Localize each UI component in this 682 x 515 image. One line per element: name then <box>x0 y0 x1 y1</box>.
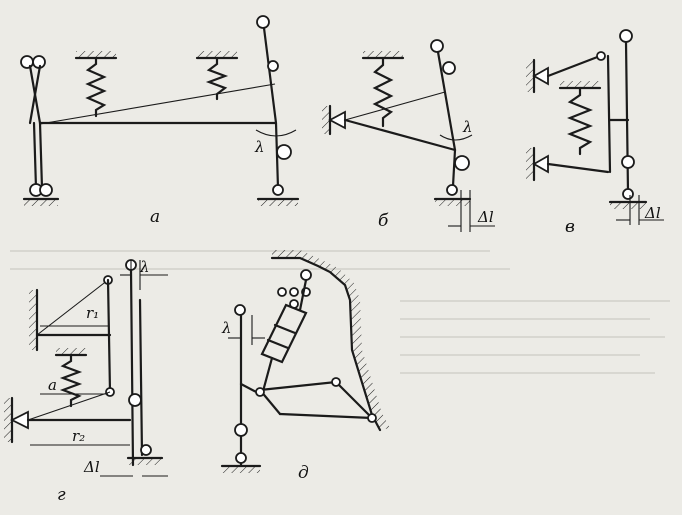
delta-l-symbol: Δl <box>83 458 100 476</box>
pin <box>289 287 299 297</box>
pivot-support <box>532 154 549 174</box>
ground-hatch <box>363 51 403 58</box>
spring <box>85 56 107 118</box>
pivot <box>255 387 265 397</box>
pivot <box>442 61 456 75</box>
r2-label: r₂ <box>72 427 85 445</box>
ground-hatch <box>24 199 58 206</box>
ground-hatch <box>610 202 646 209</box>
roller <box>621 155 635 169</box>
pivot <box>235 452 247 464</box>
panel-a: λ а <box>20 15 300 227</box>
panel-a-label: а <box>150 207 160 227</box>
spring <box>59 353 83 408</box>
pivot-support <box>9 410 29 430</box>
ground-hatch <box>56 348 86 355</box>
pivot <box>267 60 279 72</box>
a-label: a <box>48 376 57 394</box>
housing-hatch <box>272 250 390 430</box>
panel-v-label: в <box>565 217 575 237</box>
pivot <box>39 183 53 197</box>
ground-hatch <box>560 81 600 88</box>
lambda-symbol: λ <box>221 319 232 337</box>
delta-l-symbol: Δl <box>644 204 661 222</box>
pivot <box>622 188 634 200</box>
panel-d-label: д <box>298 463 309 483</box>
delta-l-symbol: Δl <box>477 208 494 226</box>
lambda-symbol: λ <box>462 118 473 136</box>
roller <box>454 155 470 171</box>
ground-hatch <box>197 51 237 58</box>
pivot <box>300 269 312 281</box>
pivot <box>256 15 270 29</box>
cylinder-body <box>260 303 308 364</box>
bleed-through-text <box>10 250 670 374</box>
pivot <box>446 184 458 196</box>
lambda-symbol: λ <box>254 138 265 156</box>
pivot <box>430 39 444 53</box>
ground-hatch <box>435 199 470 206</box>
ground-hatch <box>4 398 12 442</box>
pivot-support <box>532 66 549 86</box>
roller <box>234 423 248 437</box>
ground-hatch <box>29 290 37 350</box>
panel-d: λ д <box>220 250 390 483</box>
lambda-symbol: λ <box>139 258 150 276</box>
pivot <box>234 304 246 316</box>
ground-hatch <box>222 466 260 473</box>
panel-b-label: б <box>378 211 389 231</box>
pivot <box>367 413 377 423</box>
ground-hatch <box>526 60 534 92</box>
panel-g-label: г <box>57 485 66 505</box>
pin <box>277 287 287 297</box>
ground-hatch <box>526 148 534 180</box>
pivot <box>272 184 284 196</box>
spring <box>567 86 593 156</box>
pivot <box>331 377 341 387</box>
panel-b: λ Δl б <box>322 39 495 232</box>
spring <box>205 56 229 101</box>
pivot-support <box>328 110 346 130</box>
pivot <box>596 51 606 61</box>
pivot <box>20 55 34 69</box>
panel-v: Δl в <box>526 29 664 237</box>
ground-hatch <box>258 199 298 206</box>
spring <box>372 56 394 128</box>
ground-hatch <box>76 51 116 58</box>
ground-hatch <box>322 106 330 134</box>
roller <box>276 144 292 160</box>
lever <box>343 118 457 152</box>
pivot <box>619 29 633 43</box>
panel-g: λ r₁ a r₂ Δl г <box>4 258 168 505</box>
r1-label: r₁ <box>86 304 99 322</box>
pivot <box>140 444 152 456</box>
roller <box>128 393 142 407</box>
ground-hatch <box>128 458 162 465</box>
